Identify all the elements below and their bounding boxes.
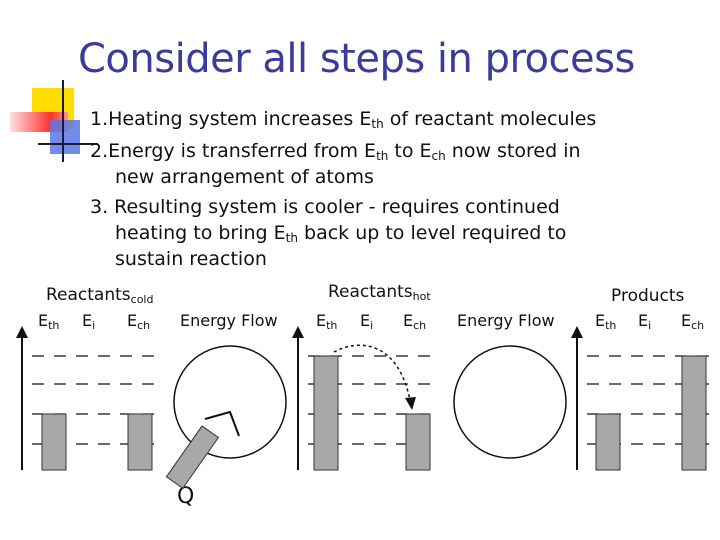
p1-eth-e: E bbox=[38, 311, 49, 330]
p3-ei-e: E bbox=[638, 311, 649, 330]
decor-vertical-rule bbox=[62, 80, 64, 162]
panel-3-heading-text: Products bbox=[611, 286, 685, 306]
p2-eth-sub: th bbox=[326, 319, 338, 332]
energy-flow-1 bbox=[165, 345, 287, 489]
p2-ei-e: E bbox=[360, 311, 371, 330]
panel-2 bbox=[292, 326, 434, 471]
p3-ei-sub: i bbox=[648, 319, 652, 332]
p2-axis-ech: Ech bbox=[403, 311, 426, 332]
step-3-cont2-text: sustain reaction bbox=[115, 248, 267, 270]
step-2-cont-text: new arrangement of atoms bbox=[115, 166, 374, 188]
panel-1-heading: Reactantscold bbox=[46, 285, 153, 306]
step-2: 2.Energy is transferred from Eth to Ech … bbox=[90, 140, 581, 163]
step-1-text-b: of reactant molecules bbox=[383, 108, 597, 130]
p2-bar-ech bbox=[405, 413, 431, 471]
step-3-continued-2: sustain reaction bbox=[115, 248, 267, 270]
p1-axis-eth: Eth bbox=[38, 311, 59, 332]
step-3-cont-sub: th bbox=[285, 231, 298, 245]
p3-eth-e: E bbox=[595, 311, 606, 330]
energy-flow-2 bbox=[453, 345, 567, 459]
step-2-continued: new arrangement of atoms bbox=[115, 166, 374, 188]
panel-2-heading-sub: hot bbox=[412, 290, 431, 303]
p2-eth-e: E bbox=[316, 311, 327, 330]
p2-transfer-arrow bbox=[333, 344, 411, 401]
panel-3-heading: Products bbox=[611, 286, 684, 306]
p2-ech-e: E bbox=[403, 311, 414, 330]
p1-ech-sub: ch bbox=[137, 319, 151, 332]
step-3-continued: heating to bring Eth back up to level re… bbox=[115, 222, 566, 245]
p3-bar-ech bbox=[681, 355, 707, 471]
p3-bar-eth bbox=[595, 413, 621, 471]
p3-eth-sub: th bbox=[605, 319, 617, 332]
decor-blue-block bbox=[50, 120, 80, 154]
step-1-sub: th bbox=[371, 117, 384, 131]
p2-axis-ei: Ei bbox=[360, 311, 373, 332]
p1-axis-ei: Ei bbox=[82, 311, 95, 332]
p2-ech-sub: ch bbox=[413, 319, 427, 332]
p3-ech-sub: ch bbox=[691, 319, 705, 332]
p2-transfer-arrow-head bbox=[405, 397, 416, 410]
panel-2-heading: Reactantshot bbox=[328, 282, 431, 303]
step-1: 1.Heating system increases Eth of reacta… bbox=[90, 108, 596, 131]
p2-bar-eth bbox=[313, 355, 339, 471]
step-3: 3. Resulting system is cooler - requires… bbox=[90, 196, 560, 218]
panel-1-heading-sub: cold bbox=[130, 293, 154, 306]
p3-axis-ech: Ech bbox=[681, 311, 704, 332]
p1-bar-eth bbox=[41, 413, 67, 471]
flow-circle-2 bbox=[453, 345, 567, 459]
heat-q-label: Q bbox=[177, 484, 195, 509]
step-2-text-c: now stored in bbox=[445, 140, 581, 162]
energy-flow-label-1: Energy Flow bbox=[180, 311, 278, 330]
panel-3 bbox=[571, 326, 713, 471]
step-3-cont-b: back up to level required to bbox=[297, 222, 567, 244]
p1-bar-ech bbox=[127, 413, 153, 471]
step-3-text: 3. Resulting system is cooler - requires… bbox=[90, 196, 560, 218]
energy-flow-label-2: Energy Flow bbox=[457, 311, 555, 330]
heat-arrow-head bbox=[204, 410, 240, 437]
flow-circle-1 bbox=[173, 345, 287, 459]
p3-axis-eth: Eth bbox=[595, 311, 616, 332]
panel-1 bbox=[16, 326, 158, 471]
p1-ei-e: E bbox=[82, 311, 93, 330]
slide-title: Consider all steps in process bbox=[78, 36, 635, 82]
step-2-sub-a: th bbox=[376, 149, 389, 163]
decor-horizontal-rule bbox=[38, 143, 98, 145]
panel-1-heading-text: Reactants bbox=[46, 285, 131, 305]
step-2-sub-b: ch bbox=[431, 149, 446, 163]
panel-2-heading-text: Reactants bbox=[328, 282, 413, 302]
p1-axis-ech: Ech bbox=[127, 311, 150, 332]
p2-axis-eth: Eth bbox=[316, 311, 337, 332]
step-1-text-a: 1.Heating system increases E bbox=[90, 108, 372, 130]
p3-ech-e: E bbox=[681, 311, 692, 330]
step-2-text-b: to E bbox=[388, 140, 432, 162]
p2-ei-sub: i bbox=[370, 319, 374, 332]
p3-axis-ei: Ei bbox=[638, 311, 651, 332]
p1-eth-sub: th bbox=[48, 319, 60, 332]
step-3-cont-a: heating to bring E bbox=[115, 222, 286, 244]
step-2-text-a: 2.Energy is transferred from E bbox=[90, 140, 377, 162]
p1-ei-sub: i bbox=[92, 319, 96, 332]
p1-ech-e: E bbox=[127, 311, 138, 330]
heat-arrow-body bbox=[165, 425, 220, 489]
